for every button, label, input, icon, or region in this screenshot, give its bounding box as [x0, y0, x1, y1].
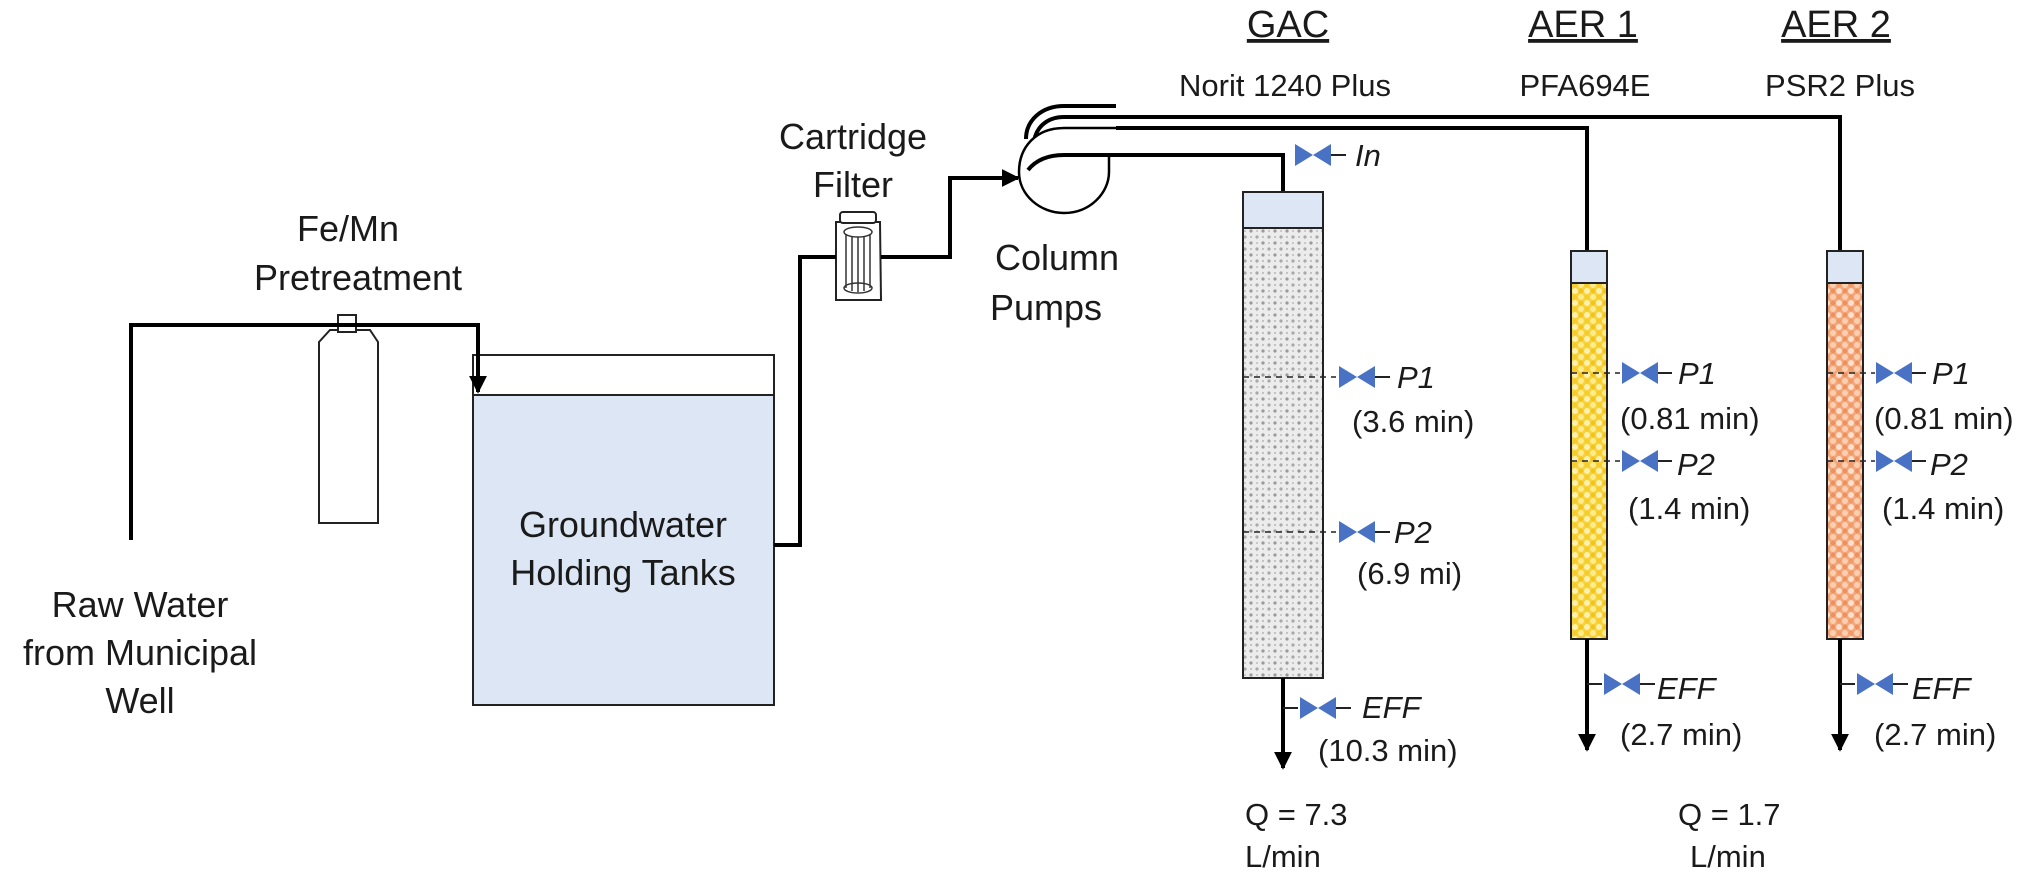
gac-eff-label: EFF: [1362, 690, 1423, 725]
cartridge-filter: Cartridge Filter: [779, 116, 927, 301]
gac-heading: GAC: [1247, 4, 1329, 46]
aer1-p2-valve-icon: [1622, 450, 1658, 472]
aer1-eff-label: EFF: [1657, 671, 1718, 706]
aer1-p2-label: P2: [1677, 447, 1715, 482]
inlet-port-label: In: [1355, 138, 1381, 173]
source-label-line-1: Raw Water: [52, 584, 229, 625]
aer2-p2-valve-icon: [1876, 450, 1912, 472]
column-pumps: Column Pumps: [990, 104, 1119, 328]
pipe-pump-to-aer2: [1116, 115, 1849, 282]
fe-mn-pretreatment: Fe/Mn Pretreatment: [254, 208, 462, 524]
gac-eff-valve-icon: [1300, 697, 1336, 719]
tank-label-line-2: Holding Tanks: [510, 552, 735, 593]
gac-headspace: [1242, 191, 1324, 229]
gac-p2-label: P2: [1394, 515, 1432, 550]
pump-inlet-volute: [1026, 153, 1116, 172]
pipe-tank-to-filter: [774, 255, 836, 547]
aer1-media-name: PFA694E: [1520, 68, 1651, 103]
pump-housing-1: [1024, 104, 1116, 140]
gac-p2-time: (6.9 mi): [1357, 556, 1462, 591]
aer1-p1-label: P1: [1678, 356, 1716, 391]
aer2-p1-time: (0.81 min): [1874, 401, 2014, 436]
aer2-media-name: PSR2 Plus: [1765, 68, 1915, 103]
pretreatment-label-line-1: Fe/Mn: [297, 208, 399, 249]
gac-media-bed: [1242, 227, 1324, 679]
aer1-p1-time: (0.81 min): [1620, 401, 1760, 436]
aer1-eff-time: (2.7 min): [1620, 717, 1742, 752]
aer2-headspace: [1826, 250, 1864, 284]
inlet-valve-icon: [1295, 144, 1331, 166]
gac-eff-time: (10.3 min): [1318, 733, 1458, 768]
pumps-label-line-1: Column: [995, 237, 1119, 278]
pump-main-housing: [1017, 126, 1116, 215]
gac-p1-time: (3.6 min): [1352, 404, 1474, 439]
holding-tanks: Groundwater Holding Tanks: [472, 354, 775, 706]
filter-label-line-1: Cartridge: [779, 116, 927, 157]
aer1-column: AER 1 PFA694E P1 (0.81 min) P2 (1.4 min)…: [1520, 4, 1781, 874]
aer2-column: AER 2 PSR2 Plus P1 (0.81 min) P2 (1.4 mi…: [1765, 4, 2014, 752]
process-piping: [129, 115, 1849, 547]
raw-water-source: Raw Water from Municipal Well: [23, 584, 257, 721]
aer1-eff-valve-icon: [1604, 673, 1640, 695]
aer2-eff-time: (2.7 min): [1874, 717, 1996, 752]
gac-column: GAC Norit 1240 Plus P1 (3.6 min) P2 (6.9…: [1179, 4, 1474, 874]
aer1-p2-time: (1.4 min): [1628, 491, 1750, 526]
inlet-sample-port: In: [1295, 138, 1381, 173]
filter-label-line-2: Filter: [813, 164, 893, 205]
aer1-headspace: [1570, 250, 1608, 284]
aer2-p2-time: (1.4 min): [1882, 491, 2004, 526]
source-label-line-2: from Municipal: [23, 632, 257, 673]
aer2-p1-valve-icon: [1876, 362, 1912, 384]
source-label-line-3: Well: [105, 680, 174, 721]
gac-media-name: Norit 1240 Plus: [1179, 68, 1391, 103]
pretreatment-vessel: [318, 329, 379, 524]
tank-label-line-1: Groundwater: [519, 504, 727, 545]
pipe-pump-to-aer1: [1116, 126, 1596, 282]
aer2-p1-label: P1: [1932, 356, 1970, 391]
filter-head: [839, 211, 877, 224]
pumps-label-line-2: Pumps: [990, 287, 1102, 328]
aer2-heading: AER 2: [1781, 4, 1891, 46]
aer2-eff-valve-icon: [1857, 673, 1893, 695]
pretreatment-label-line-2: Pretreatment: [254, 257, 462, 298]
aer2-p2-label: P2: [1930, 447, 1968, 482]
aer1-heading: AER 1: [1528, 4, 1638, 46]
gac-flow-value: Q = 7.3: [1245, 797, 1348, 832]
aer1-flow-value: Q = 1.7: [1678, 797, 1781, 832]
gac-flow-unit: L/min: [1245, 839, 1321, 874]
pipe-filter-to-pumps: [881, 169, 1020, 259]
gac-p2-valve-icon: [1339, 521, 1375, 543]
aer2-eff-label: EFF: [1912, 671, 1973, 706]
tank-water: [474, 395, 773, 704]
pipe-well-to-tank: [129, 323, 487, 540]
gac-p1-valve-icon: [1339, 366, 1375, 388]
aer1-p1-valve-icon: [1622, 362, 1658, 384]
gac-p1-label: P1: [1397, 360, 1435, 395]
aer1-flow-unit: L/min: [1690, 839, 1766, 874]
